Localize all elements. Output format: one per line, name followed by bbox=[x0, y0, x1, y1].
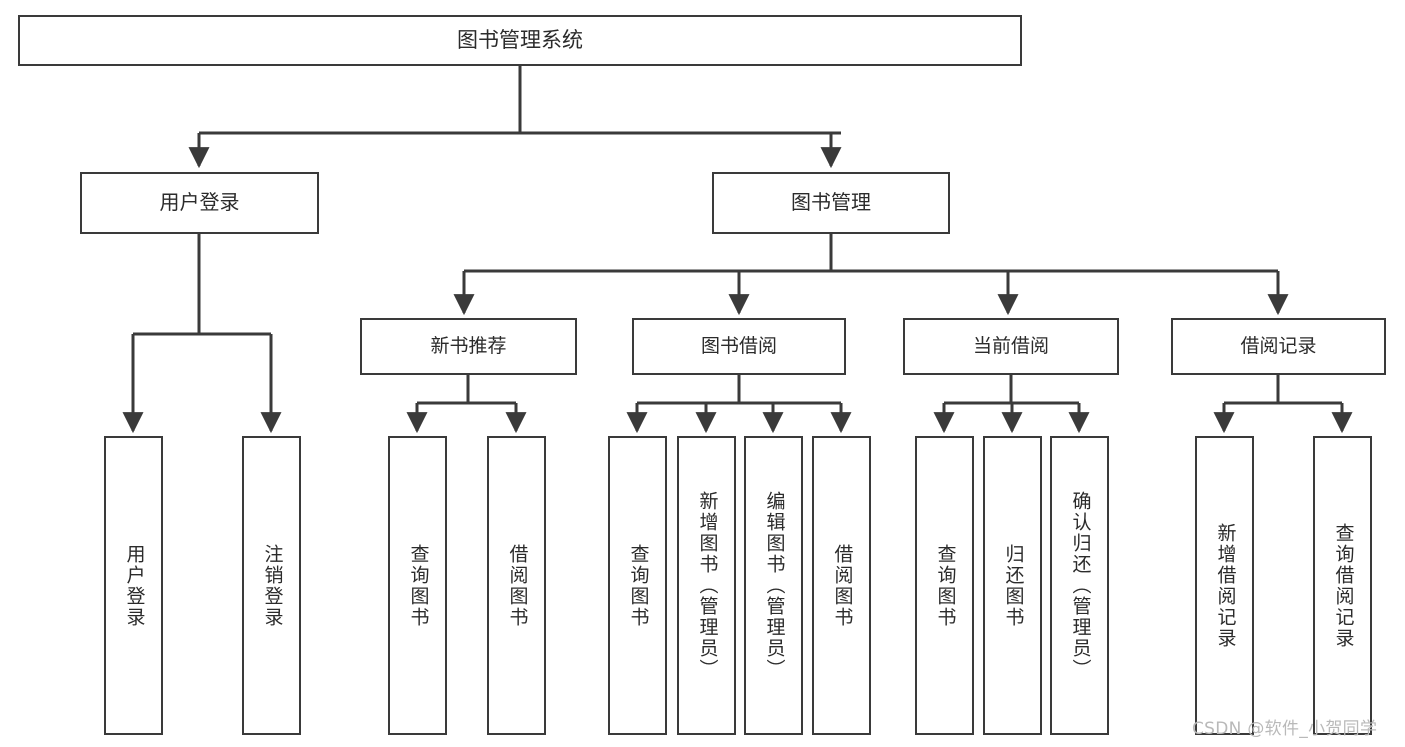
leaf-user-login[interactable]: 用户登录 bbox=[104, 436, 163, 735]
node-book-borrow[interactable]: 图书借阅 bbox=[632, 318, 846, 375]
leaf-return-book-label: 归还图书 bbox=[1002, 543, 1025, 628]
node-root-label: 图书管理系统 bbox=[457, 28, 583, 53]
node-current-borrow-label: 当前借阅 bbox=[972, 335, 1049, 358]
leaf-confirm-return-label: 确认归还（管理员） bbox=[1069, 491, 1092, 680]
leaf-query-book-1-label: 查询图书 bbox=[407, 543, 430, 628]
leaf-user-logout-label: 注销登录 bbox=[261, 543, 284, 628]
leaf-add-record[interactable]: 新增借阅记录 bbox=[1195, 436, 1254, 735]
leaf-query-record-label: 查询借阅记录 bbox=[1332, 522, 1355, 649]
leaf-query-book-2[interactable]: 查询图书 bbox=[608, 436, 667, 735]
node-book-borrow-label: 图书借阅 bbox=[700, 335, 777, 358]
leaf-confirm-return[interactable]: 确认归还（管理员） bbox=[1050, 436, 1109, 735]
leaf-borrow-book-1[interactable]: 借阅图书 bbox=[487, 436, 546, 735]
node-borrow-record-label: 借阅记录 bbox=[1240, 335, 1317, 358]
node-book-manage-label: 图书管理 bbox=[791, 190, 871, 215]
leaf-query-record[interactable]: 查询借阅记录 bbox=[1313, 436, 1372, 735]
leaf-borrow-book-1-label: 借阅图书 bbox=[506, 543, 529, 628]
node-new-book-rec-label: 新书推荐 bbox=[430, 335, 507, 358]
leaf-add-book[interactable]: 新增图书（管理员） bbox=[677, 436, 736, 735]
leaf-query-book-3-label: 查询图书 bbox=[934, 543, 957, 628]
leaf-borrow-book-2-label: 借阅图书 bbox=[831, 543, 854, 628]
node-user-login-label: 用户登录 bbox=[159, 190, 240, 215]
leaf-return-book[interactable]: 归还图书 bbox=[983, 436, 1042, 735]
node-book-manage[interactable]: 图书管理 bbox=[712, 172, 950, 234]
leaf-add-book-label: 新增图书（管理员） bbox=[696, 491, 719, 680]
leaf-user-logout[interactable]: 注销登录 bbox=[242, 436, 301, 735]
leaf-edit-book[interactable]: 编辑图书（管理员） bbox=[744, 436, 803, 735]
watermark: CSDN @软件_小贺同学 bbox=[1192, 719, 1378, 739]
node-root[interactable]: 图书管理系统 bbox=[18, 15, 1022, 66]
node-borrow-record[interactable]: 借阅记录 bbox=[1171, 318, 1386, 375]
leaf-borrow-book-2[interactable]: 借阅图书 bbox=[812, 436, 871, 735]
node-new-book-rec[interactable]: 新书推荐 bbox=[360, 318, 577, 375]
leaf-edit-book-label: 编辑图书（管理员） bbox=[763, 491, 786, 680]
leaf-query-book-2-label: 查询图书 bbox=[627, 543, 650, 628]
leaf-query-book-1[interactable]: 查询图书 bbox=[388, 436, 447, 735]
node-user-login[interactable]: 用户登录 bbox=[80, 172, 319, 234]
node-current-borrow[interactable]: 当前借阅 bbox=[903, 318, 1119, 375]
leaf-user-login-label: 用户登录 bbox=[123, 543, 146, 628]
leaf-add-record-label: 新增借阅记录 bbox=[1214, 522, 1237, 649]
leaf-query-book-3[interactable]: 查询图书 bbox=[915, 436, 974, 735]
